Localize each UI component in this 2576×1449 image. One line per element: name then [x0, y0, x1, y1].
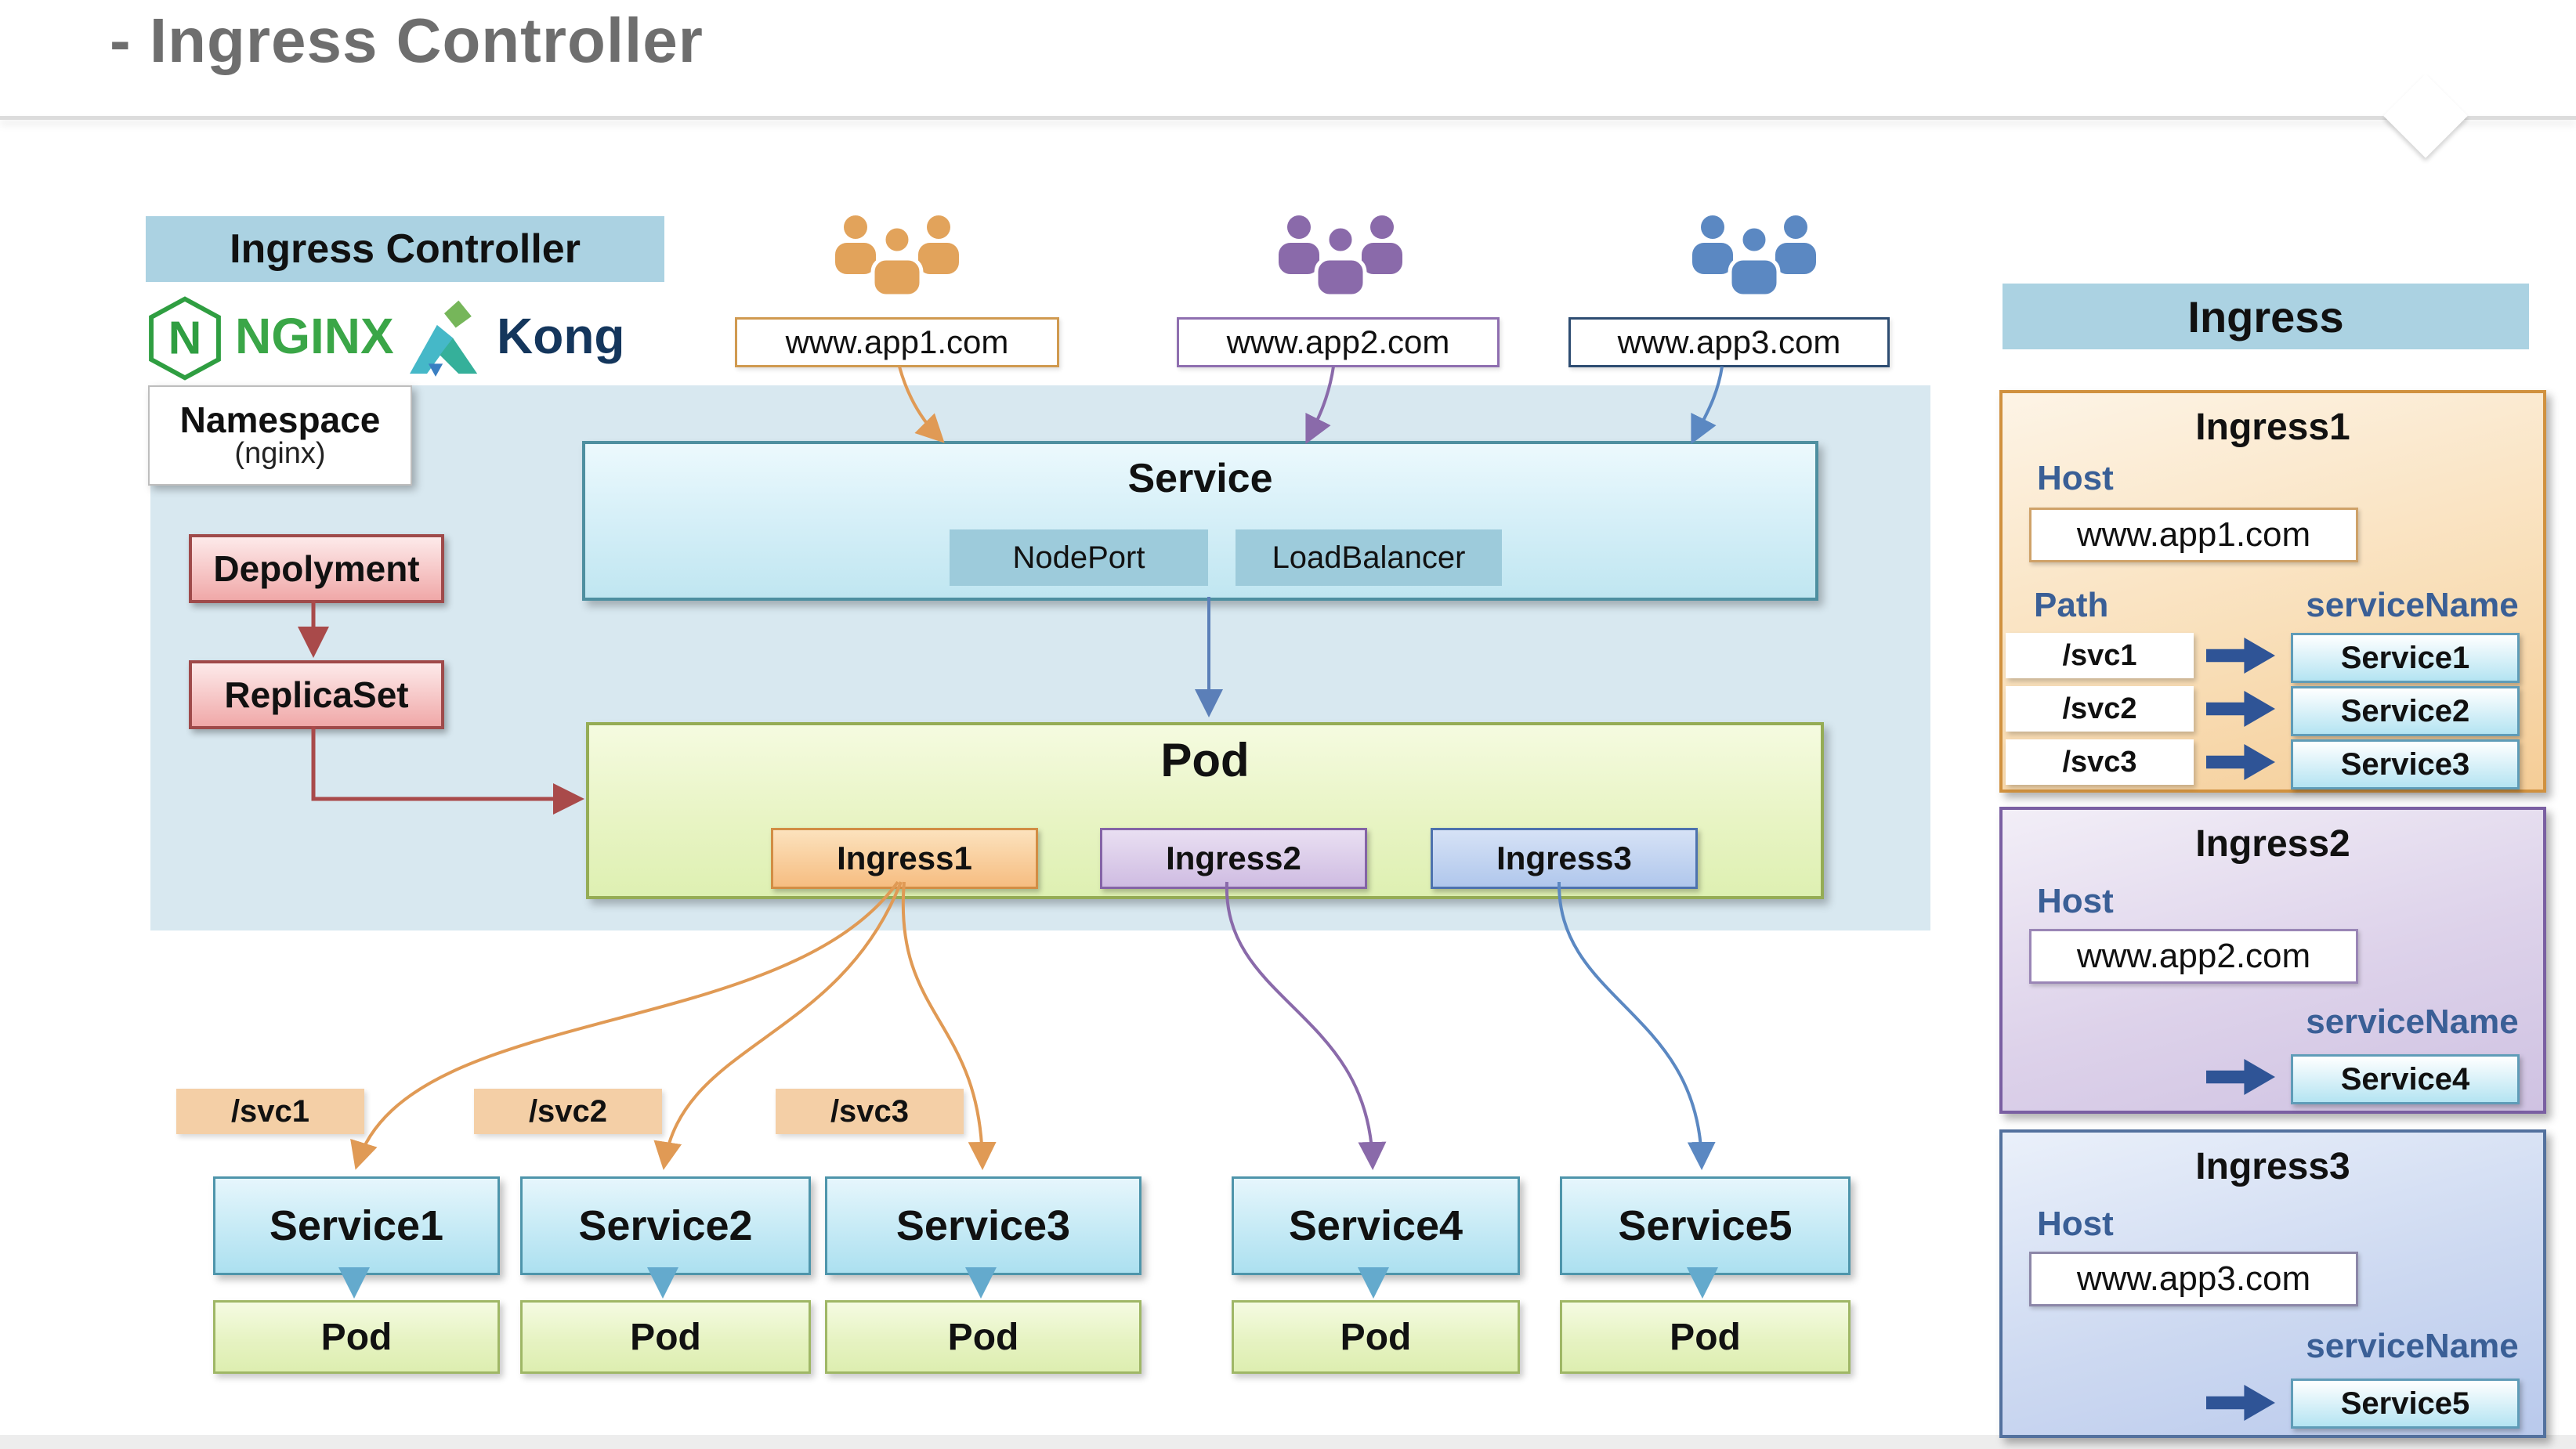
ingress2-card: Ingress2 Host www.app2.com serviceName S…	[1999, 807, 2546, 1114]
host-label: Host	[2037, 1205, 2114, 1243]
rule-path: /svc2	[2006, 686, 2194, 732]
client-host-app2: www.app2.com	[1177, 317, 1500, 367]
deployment-box: Depolyment	[189, 534, 444, 603]
map-arrow-icon	[2206, 638, 2275, 674]
map-arrow-icon	[2206, 1059, 2275, 1095]
ingress2-card-title: Ingress2	[2195, 823, 2350, 865]
replicaset-box: ReplicaSet	[189, 660, 444, 729]
servicename-label: serviceName	[2306, 1327, 2519, 1365]
loadbalancer-box: LoadBalancer	[1236, 529, 1502, 586]
nodeport-box: NodePort	[950, 529, 1208, 586]
host-value: www.app1.com	[2029, 508, 2358, 562]
ingress-panel-title: Ingress	[2003, 284, 2529, 349]
ingress-controller-label: Ingress Controller	[146, 216, 664, 282]
route-tag-svc1: /svc1	[176, 1089, 364, 1134]
route-tag-svc2: /svc2	[474, 1089, 662, 1134]
ingress2-chip: Ingress2	[1100, 828, 1367, 889]
ingress3-chip: Ingress3	[1431, 828, 1698, 889]
rule-service: Service1	[2291, 633, 2520, 683]
rule-path: /svc1	[2006, 633, 2194, 678]
svg-text:N: N	[168, 313, 202, 364]
divider-notch	[2383, 74, 2468, 158]
nginx-logo-icon: N	[149, 296, 221, 381]
service-box-title: Service	[1127, 456, 1273, 501]
client-host-app3: www.app3.com	[1568, 317, 1890, 367]
pod2-box: Pod	[520, 1300, 811, 1374]
map-arrow-icon	[2206, 1385, 2275, 1421]
ingress1-chip: Ingress1	[771, 828, 1038, 889]
namespace-title: Namespace	[179, 399, 381, 440]
rule-service: Service3	[2291, 739, 2520, 790]
service5-box: Service5	[1560, 1176, 1851, 1275]
users-app1-icon	[815, 205, 979, 299]
ingress3-card-title: Ingress3	[2195, 1146, 2350, 1187]
rule-service: Service2	[2291, 686, 2520, 736]
rule-path: /svc3	[2006, 739, 2194, 785]
host-label: Host	[2037, 882, 2114, 920]
pod5-box: Pod	[1560, 1300, 1851, 1374]
ingress1-card-title: Ingress1	[2195, 407, 2350, 448]
host-value: www.app3.com	[2029, 1252, 2358, 1306]
rule-service: Service5	[2291, 1379, 2520, 1429]
path-label: Path	[2034, 586, 2109, 624]
service1-box: Service1	[213, 1176, 500, 1275]
users-app2-icon	[1258, 205, 1423, 299]
header-divider	[0, 116, 2576, 120]
pod1-box: Pod	[213, 1300, 500, 1374]
kong-brand-text: Kong	[497, 308, 625, 364]
service2-box: Service2	[520, 1176, 811, 1275]
servicename-label: serviceName	[2306, 586, 2519, 624]
service-box: Service NodePort LoadBalancer	[582, 441, 1818, 601]
host-label: Host	[2037, 459, 2114, 497]
map-arrow-icon	[2206, 744, 2275, 780]
servicename-label: serviceName	[2306, 1003, 2519, 1041]
service4-box: Service4	[1232, 1176, 1520, 1275]
client-host-app1: www.app1.com	[735, 317, 1059, 367]
pod-box-title: Pod	[1160, 734, 1250, 786]
ingress1-card: Ingress1 Host www.app1.com Path serviceN…	[1999, 390, 2546, 793]
kong-logo-icon	[410, 300, 478, 377]
pod-box: Pod Ingress1 Ingress2 Ingress3	[586, 722, 1824, 899]
ingress3-card: Ingress3 Host www.app3.com serviceName S…	[1999, 1129, 2546, 1438]
pod3-box: Pod	[825, 1300, 1141, 1374]
host-value: www.app2.com	[2029, 929, 2358, 984]
service3-box: Service3	[825, 1176, 1141, 1275]
users-app3-icon	[1672, 205, 1836, 299]
nginx-brand-text: NGINX	[235, 308, 394, 364]
map-arrow-icon	[2206, 691, 2275, 727]
page-title: - Ingress Controller	[110, 5, 704, 75]
namespace-subtitle: (nginx)	[234, 437, 326, 471]
rule-service: Service4	[2291, 1054, 2520, 1104]
pod4-box: Pod	[1232, 1300, 1520, 1374]
bottom-strip	[0, 1435, 2576, 1449]
namespace-box: Namespace (nginx)	[148, 385, 412, 486]
route-tag-svc3: /svc3	[776, 1089, 964, 1134]
